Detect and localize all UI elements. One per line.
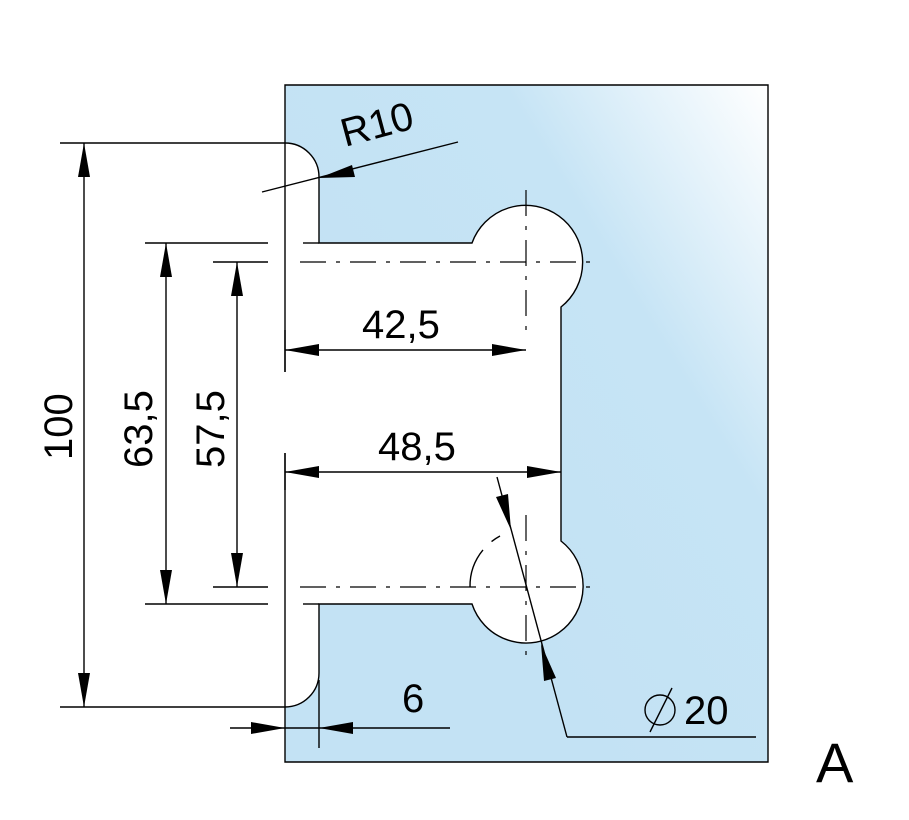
hole-depth-label: 42,5 bbox=[362, 303, 440, 347]
hinge-cutout bbox=[280, 143, 584, 707]
inner-spacing-label: 57,5 bbox=[189, 390, 233, 468]
outer-spacing-label: 63,5 bbox=[117, 390, 161, 468]
dimension-lines bbox=[78, 141, 756, 738]
hole-diameter-label: 20 bbox=[684, 689, 729, 733]
overall-height-label: 100 bbox=[37, 393, 81, 460]
diameter-icon bbox=[644, 687, 676, 733]
cutout-depth-label: 48,5 bbox=[378, 425, 456, 469]
edge-offset-label: 6 bbox=[402, 677, 424, 721]
panel-outline bbox=[284, 84, 769, 763]
hole-hidden-arc bbox=[469, 535, 501, 588]
view-label: A bbox=[816, 731, 854, 794]
cutout-outline bbox=[284, 142, 584, 708]
